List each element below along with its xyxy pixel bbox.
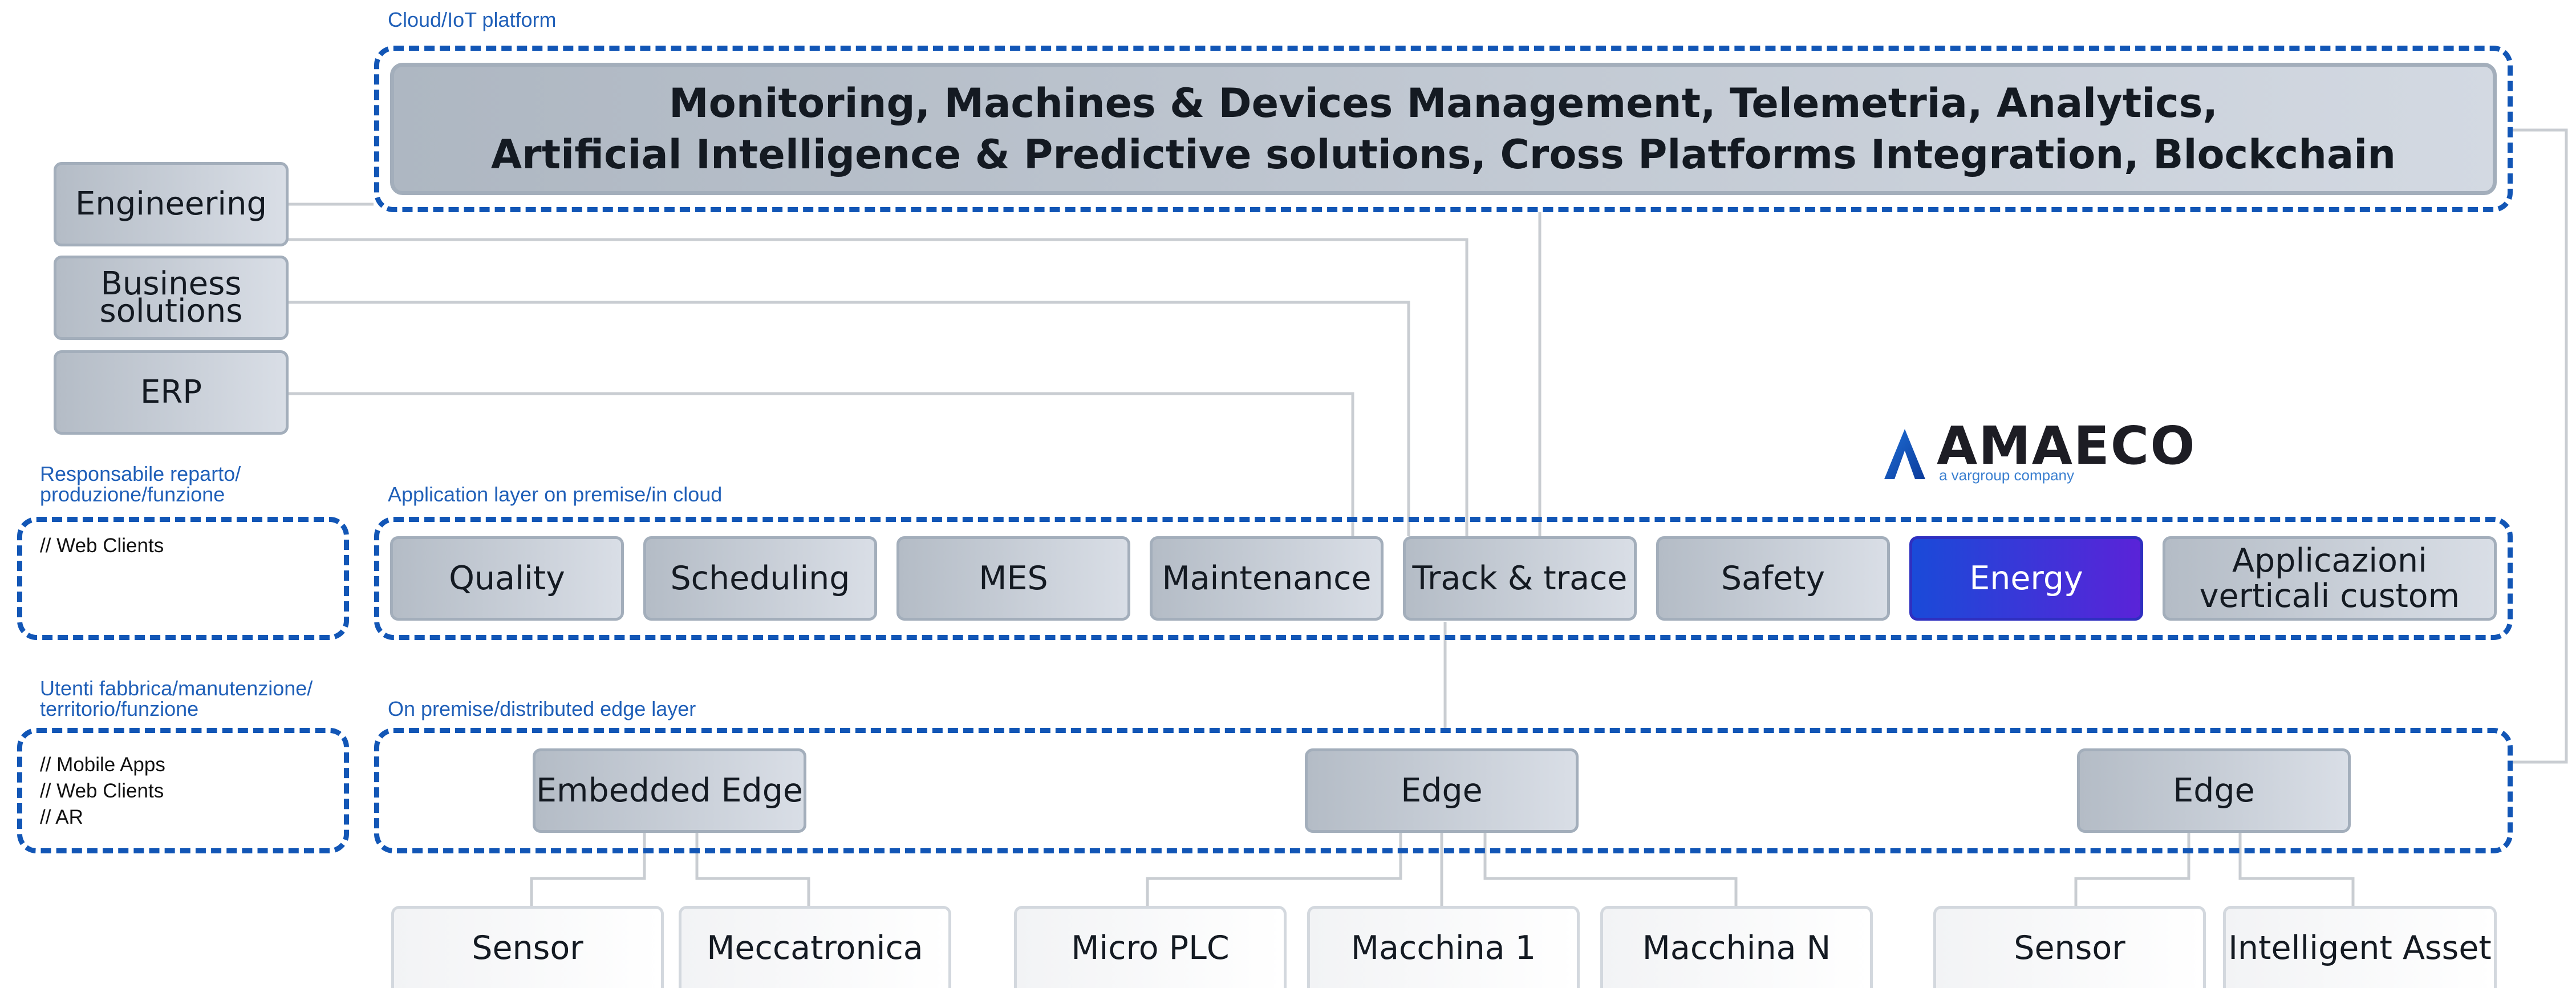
app-energy[interactable]: Energy [1909, 536, 2143, 621]
amaeco-tagline: a vargroup company [1939, 467, 2075, 484]
utenti-clients-container [17, 728, 349, 853]
responsabile-clients-container [17, 517, 349, 640]
app-verticali-custom-line1: Applicazioni [2232, 542, 2427, 580]
business-solutions-line1: Business [100, 265, 242, 302]
device-sensor-right[interactable]: Sensor [1933, 906, 2206, 988]
engineering-box[interactable]: Engineering [54, 162, 289, 246]
app-verticali-custom-line2: verticali custom [2199, 577, 2460, 615]
line-embedded-meccatronica [695, 832, 810, 907]
business-solutions-line2: solutions [99, 293, 243, 330]
app-mes[interactable]: MES [896, 536, 1130, 621]
device-meccatronica[interactable]: Meccatronica [679, 906, 951, 988]
web-clients-top: // Web Clients [40, 535, 164, 557]
app-safety[interactable]: Safety [1656, 536, 1890, 621]
erp-box[interactable]: ERP [54, 350, 289, 435]
app-track-and-trace[interactable]: Track & trace [1403, 536, 1637, 621]
responsabile-label-line2: produzione/funzione [40, 483, 225, 506]
mobile-apps: // Mobile Apps [40, 754, 165, 776]
business-solutions-box[interactable]: Business solutions [54, 256, 289, 340]
line-edge-macchinan [1483, 832, 1738, 907]
application-layer-container [374, 517, 2513, 640]
cloud-platform-box[interactable]: Monitoring, Machines & Devices Managemen… [390, 63, 2497, 195]
app-quality[interactable]: Quality [390, 536, 624, 621]
line-engineering-track [288, 238, 1468, 536]
cloud-platform-line1: Monitoring, Machines & Devices Managemen… [668, 80, 2218, 127]
line-edgeright-sensor [2074, 832, 2190, 907]
device-macchina-1[interactable]: Macchina 1 [1307, 906, 1580, 988]
cloud-platform-line2: Artificial Intelligence & Predictive sol… [490, 131, 2396, 178]
device-micro-plc[interactable]: Micro PLC [1014, 906, 1287, 988]
app-scheduling[interactable]: Scheduling [643, 536, 877, 621]
line-erp-maintenance [288, 392, 1354, 536]
responsabile-label-line1: Responsabile reparto/ [40, 462, 241, 485]
edge-box-middle[interactable]: Edge [1305, 748, 1579, 833]
utenti-label-line1: Utenti fabbrica/manutenzione/ [40, 677, 313, 700]
utenti-label-line2: territorio/funzione [40, 697, 199, 720]
line-edgeright-asset [2238, 832, 2355, 907]
application-layer-label: Application layer on premise/in cloud [388, 483, 723, 506]
line-business-track [288, 301, 1410, 536]
edge-layer-label: On premise/distributed edge layer [388, 697, 696, 720]
device-sensor-left[interactable]: Sensor [391, 906, 664, 988]
line-embedded-sensor [530, 832, 646, 907]
edge-layer-container [374, 728, 2513, 853]
amaeco-logo-text: AMAECO [1937, 415, 2196, 476]
app-verticali-custom[interactable]: Applicazioni verticali custom [2163, 536, 2497, 621]
cloud-layer-container [374, 46, 2513, 212]
embedded-edge-box[interactable]: Embedded Edge [533, 748, 806, 833]
device-intelligent-asset[interactable]: Intelligent Asset [2223, 906, 2497, 988]
line-edge-microplc [1146, 832, 1402, 907]
amaeco-logo-icon [1884, 429, 1925, 479]
app-maintenance[interactable]: Maintenance [1150, 536, 1384, 621]
ar-clients: // AR [40, 806, 83, 828]
device-macchina-n[interactable]: Macchina N [1600, 906, 1873, 988]
edge-box-right[interactable]: Edge [2077, 748, 2351, 833]
line-cloud-edge-right [2510, 128, 2568, 764]
cloud-layer-label: Cloud/IoT platform [388, 8, 557, 31]
web-clients-bottom: // Web Clients [40, 780, 164, 802]
